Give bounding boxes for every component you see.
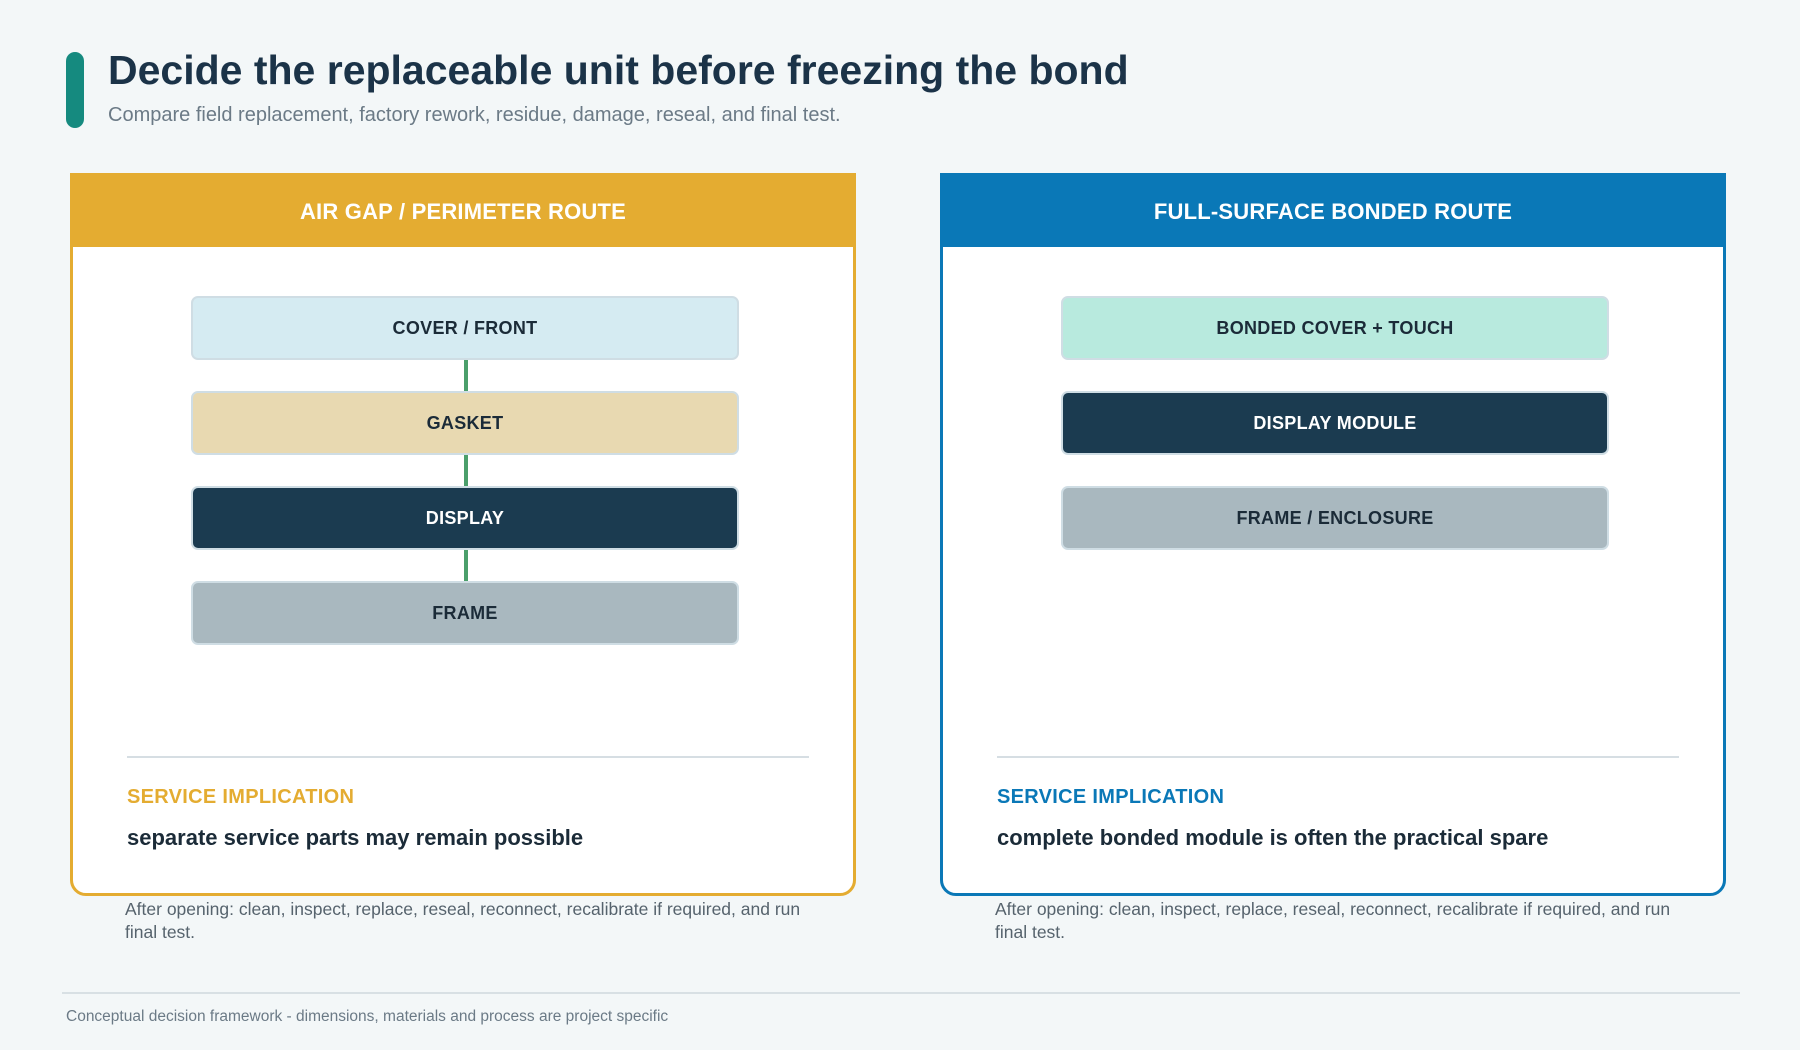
section-divider [127,756,809,758]
title-accent-bar [66,52,84,128]
layer-connector [464,360,468,391]
layer-cover-front: COVER / FRONT [191,296,739,360]
bonded-route-card: FULL-SURFACE BONDED ROUTE BONDED COVER +… [940,173,1726,896]
air-gap-route-card: AIR GAP / PERIMETER ROUTE COVER / FRONT … [70,173,856,896]
service-implication-text: separate service parts may remain possib… [127,825,584,850]
layer-display-module: DISPLAY MODULE [1061,391,1609,455]
service-implication-text: complete bonded module is often the prac… [997,825,1549,850]
footer-divider [62,992,1740,994]
page-subtitle: Compare field replacement, factory rewor… [108,104,841,126]
air-gap-route-heading: AIR GAP / PERIMETER ROUTE [73,176,853,247]
layer-frame-enclosure: FRAME / ENCLOSURE [1061,486,1609,550]
bonded-route-heading: FULL-SURFACE BONDED ROUTE [943,176,1723,247]
layer-frame: FRAME [191,581,739,645]
layer-bonded-cover-touch: BONDED COVER + TOUCH [1061,296,1609,360]
layer-gasket: GASKET [191,391,739,455]
after-opening-note-right: After opening: clean, inspect, replace, … [995,899,1671,942]
footer-note: Conceptual decision framework - dimensio… [66,1008,669,1025]
layer-display: DISPLAY [191,486,739,550]
service-implication-label: SERVICE IMPLICATION [127,786,355,808]
layer-connector [464,455,468,486]
layer-connector [464,550,468,581]
page-title: Decide the replaceable unit before freez… [108,47,1129,93]
section-divider [997,756,1679,758]
service-implication-label: SERVICE IMPLICATION [997,786,1225,808]
after-opening-note-left: After opening: clean, inspect, replace, … [125,899,801,942]
